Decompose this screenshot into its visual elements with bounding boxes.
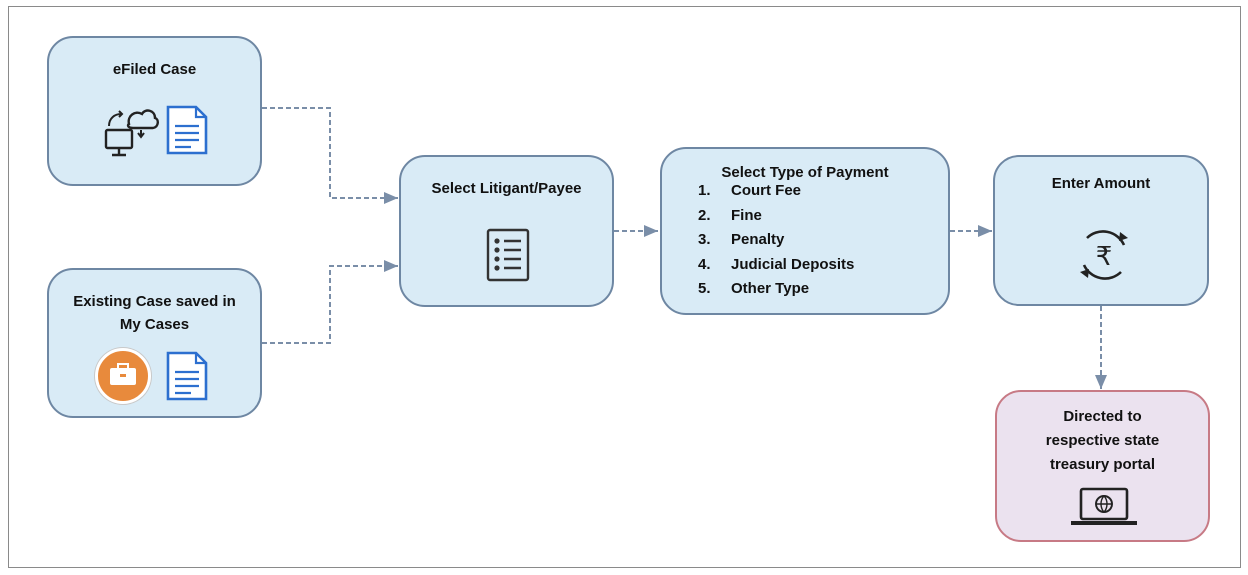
treasury-portal-box: Directed to respective state treasury po… <box>995 390 1210 542</box>
checklist-icon <box>486 228 530 282</box>
computer-cloud-sync-icon <box>104 109 159 157</box>
laptop-globe-icon <box>1071 487 1137 525</box>
list-item: 1.Court Fee <box>698 182 802 199</box>
select-litigant-box: Select Litigant/Payee <box>399 155 614 307</box>
select-litigant-title: Select Litigant/Payee <box>431 180 582 197</box>
document-icon <box>166 351 208 401</box>
list-item: 4.Judicial Deposits <box>698 255 855 273</box>
list-item: 3.Penalty <box>698 231 785 248</box>
existing-case-box: Existing Case saved in My Cases <box>47 268 262 418</box>
payment-type-list: 1.Court Fee 2.Fine 3.Penalty 4.Judicial … <box>698 179 854 302</box>
rupee-exchange-icon: ₹ <box>1080 230 1128 280</box>
svg-text:₹: ₹ <box>1096 242 1113 272</box>
payment-type-box: Select Type of Payment 1.Court Fee 2.Fin… <box>660 147 950 315</box>
efiled-case-title: eFiled Case <box>112 61 197 78</box>
payment-type-title: Select Type of Payment <box>721 164 889 181</box>
enter-amount-box: Enter Amount ₹ <box>993 155 1209 306</box>
briefcase-icon <box>95 348 151 404</box>
treasury-portal-title-line2: respective state <box>1045 432 1160 449</box>
list-item: 2.Fine <box>698 206 762 224</box>
enter-amount-title: Enter Amount <box>1051 175 1151 192</box>
treasury-portal-title-line3: treasury portal <box>1049 456 1156 473</box>
efiled-case-box: eFiled Case <box>47 36 262 186</box>
connector-efiled-to-litigant <box>262 107 398 204</box>
treasury-portal-title-line1: Directed to <box>1063 408 1142 425</box>
existing-case-title: Existing Case saved in My Cases <box>73 293 236 333</box>
connector-existing-to-litigant <box>262 260 398 344</box>
document-icon <box>166 105 208 155</box>
list-item: 5.Other Type <box>698 280 810 297</box>
